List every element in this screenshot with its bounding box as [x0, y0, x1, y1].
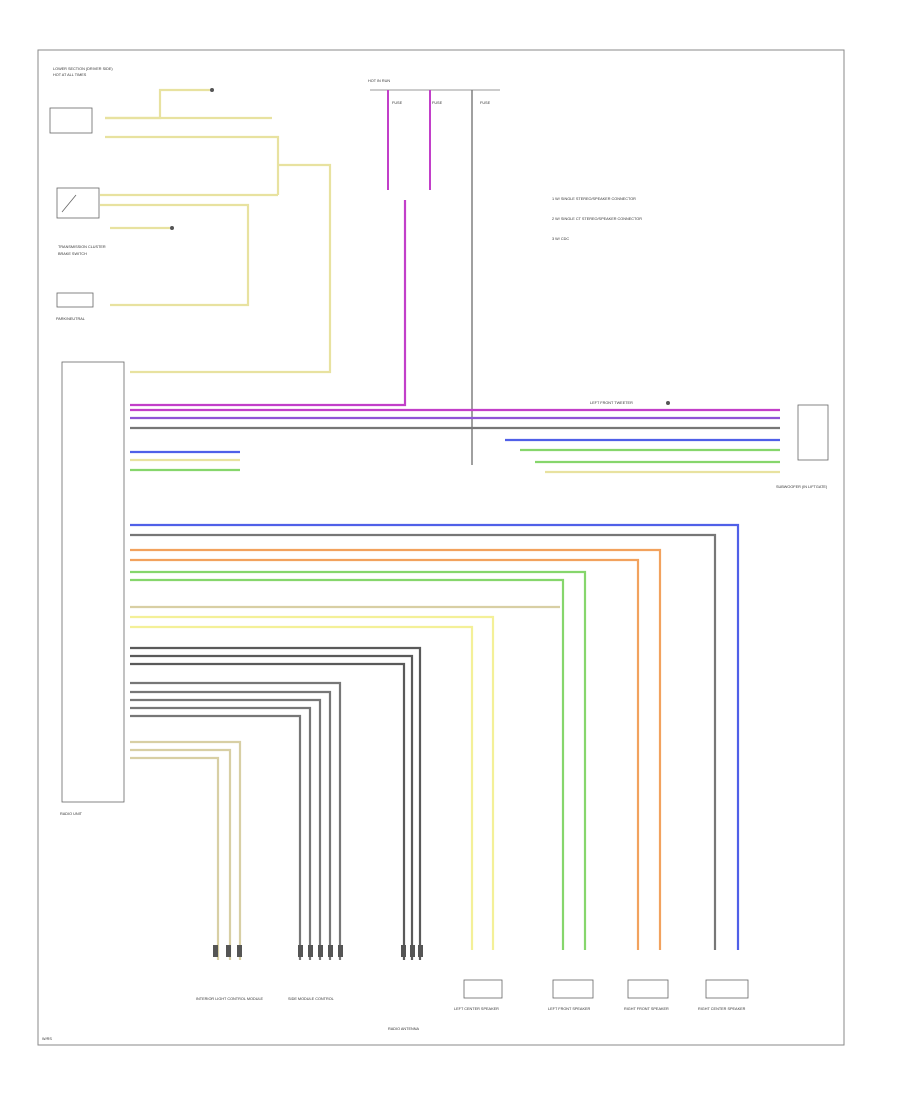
bottom-label-5: LEFT FRONT SPEAKER: [548, 1007, 591, 1011]
fuse-b-label: FUSE: [432, 101, 443, 105]
speaker-box-4: [705, 979, 749, 999]
diagram-frame: [37, 49, 845, 1046]
bottom-label-6: RIGHT FRONT SPEAKER: [624, 1007, 669, 1011]
radio-wires: [130, 408, 780, 950]
radio-unit: RADIO UNIT: [60, 361, 125, 816]
stub-g: [328, 945, 333, 957]
legend-item-1: 1 W/ SINGLE STEREO/SPEAKER CONNECTOR: [552, 197, 636, 201]
radio-unit-label: RADIO UNIT: [60, 812, 83, 816]
hot-at-all-label: HOT AT ALL TIMES: [53, 73, 87, 77]
wire-h13: [130, 548, 662, 950]
wire-g5: [130, 690, 332, 960]
wire-h19: [130, 625, 474, 950]
subwoofer-box: [797, 404, 829, 461]
wire-g8: [130, 714, 302, 960]
connector-stubs: [213, 945, 423, 957]
wire-g2: [130, 654, 414, 960]
wire-h15: [130, 570, 587, 950]
stub-i: [401, 945, 406, 957]
speaker-box-2: [552, 979, 594, 999]
wire-t2: [130, 748, 232, 960]
wire-g1: [130, 646, 422, 960]
stub-k: [418, 945, 423, 957]
top-left-wires: [100, 88, 332, 374]
gray-bundles: [130, 646, 422, 960]
wire-yl-3: [105, 135, 280, 195]
top-left-module-label: LOWER SECTION (DRIVER SIDE): [53, 67, 113, 71]
hot-run-label: HOT IN RUN: [368, 79, 390, 83]
stub-b: [226, 945, 231, 957]
bottom-label-4: LEFT CENTER SPEAKER: [454, 1007, 499, 1011]
wire-yl-7: [130, 163, 332, 374]
bottom-label-3: RADIO ANTENNA: [388, 1027, 419, 1031]
stub-a: [213, 945, 218, 957]
brake-switch-label: BRAKE SWITCH: [58, 252, 87, 256]
park-neutral-label: PARK/NEUTRAL: [56, 317, 85, 321]
bottom-components: INTERIOR LIGHT CONTROL MODULE SIDE MODUL…: [42, 979, 749, 1041]
wire-t1: [130, 740, 242, 960]
page-ref: W/RS: [42, 1037, 52, 1041]
trans-cluster-label: TRANSMISSION CLUSTER: [58, 245, 106, 249]
conn-dot-2: [170, 226, 174, 230]
stub-e: [308, 945, 313, 957]
switch-lever: [61, 194, 77, 213]
bottom-label-2: SIDE MODULE CONTROL: [288, 997, 334, 1001]
wire-h12: [130, 533, 717, 950]
wire-mg-fuse: [130, 200, 407, 407]
fuse-area: HOT IN RUN FUSE FUSE FUSE: [130, 79, 500, 465]
stub-c: [237, 945, 242, 957]
legend: 1 W/ SINGLE STEREO/SPEAKER CONNECTOR 2 W…: [552, 197, 642, 241]
wire-h14: [130, 558, 640, 950]
stub-d: [298, 945, 303, 957]
stub-h: [338, 945, 343, 957]
subwoofer-label: SUBWOOFER (IN LIFTGATE): [776, 485, 828, 489]
radio-unit-box: [61, 361, 125, 803]
wire-t3: [130, 756, 220, 960]
legend-item-3: 3 W/ CDC: [552, 237, 569, 241]
top-left-components: LOWER SECTION (DRIVER SIDE) HOT AT ALL T…: [49, 67, 113, 321]
wire-yl-5: [100, 203, 250, 307]
right-labels: LEFT FRONT TWEETER SUBWOOFER (IN LIFTGAT…: [590, 401, 829, 489]
wire-g4: [130, 681, 342, 960]
wire-g7: [130, 706, 312, 960]
module-box-1: [49, 107, 93, 134]
legend-item-2: 2 W/ SINGLE CT STEREO/SPEAKER CONNECTOR: [552, 217, 642, 221]
wire-h16: [130, 578, 565, 950]
wire-g6: [130, 698, 322, 960]
tweeter-dot: [666, 401, 670, 405]
bottom-label-7: RIGHT CENTER SPEAKER: [698, 1007, 746, 1011]
wire-h18: [130, 615, 495, 950]
wire-yl-1: [105, 88, 210, 120]
conn-dot-1: [210, 88, 214, 92]
wire-g3: [130, 662, 406, 960]
module-box-2: [56, 187, 100, 219]
fuse-c-label: FUSE: [480, 101, 491, 105]
speaker-box-3: [627, 979, 669, 999]
bottom-label-1: INTERIOR LIGHT CONTROL MODULE: [196, 997, 264, 1001]
fuse-a-label: FUSE: [392, 101, 403, 105]
module-box-3: [56, 292, 94, 308]
wire-h11: [130, 523, 740, 950]
speaker-box-1: [463, 979, 503, 999]
tweeter-label: LEFT FRONT TWEETER: [590, 401, 633, 405]
stub-f: [318, 945, 323, 957]
stub-j: [410, 945, 415, 957]
